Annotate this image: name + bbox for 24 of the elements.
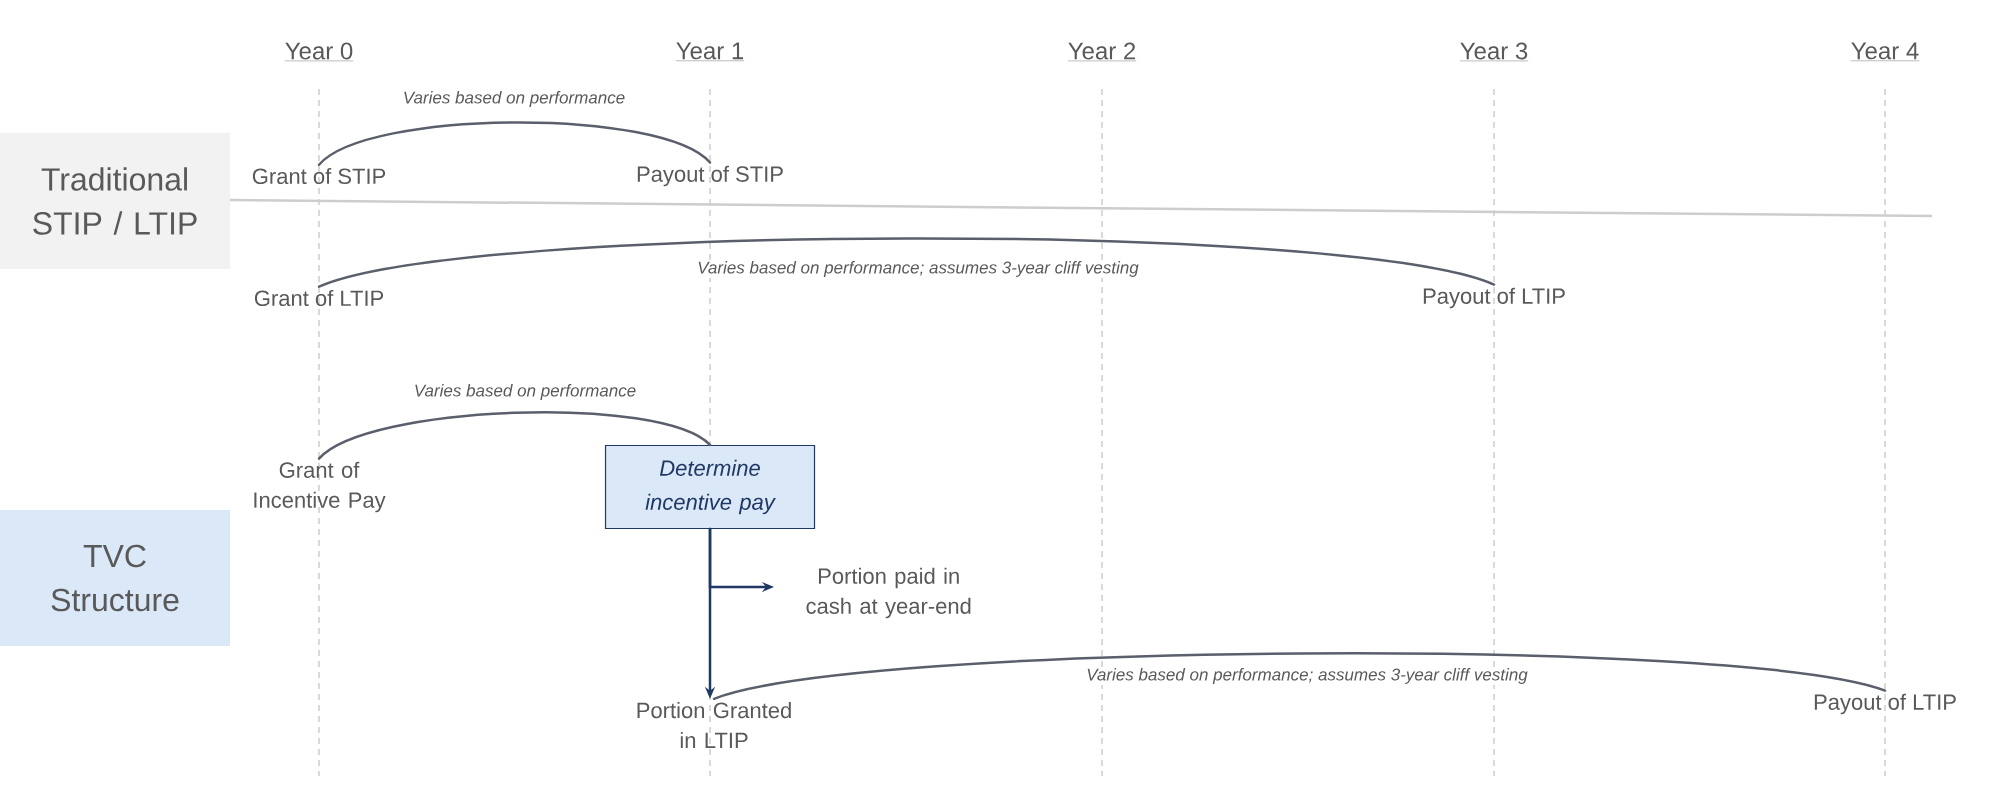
milestone-label: Portion Granted in LTIP bbox=[637, 702, 791, 748]
milestone-label: Payout of LTIP bbox=[1814, 693, 1956, 715]
bracket bbox=[712, 652, 1887, 701]
edge-label: Varies based on performance bbox=[404, 91, 625, 107]
bracket bbox=[317, 411, 712, 460]
milestone-label: Payout of LTIP bbox=[1423, 287, 1565, 309]
edge-label: Varies based on performance bbox=[415, 384, 636, 400]
year-label: Year 0 bbox=[284, 42, 354, 62]
process-box: Determine incentive pay bbox=[604, 444, 816, 530]
edge-label: Varies based on performance; assumes 3-year cliff vesting bbox=[698, 261, 1139, 277]
milestone-label: Grant of LTIP bbox=[254, 289, 384, 307]
year-label: Year 1 bbox=[675, 42, 745, 61]
year-label: Year 4 bbox=[1850, 42, 1920, 61]
bracket bbox=[317, 237, 1496, 288]
milestone-label: Grant of STIP bbox=[252, 167, 386, 185]
milestone-label: Payout of STIP bbox=[637, 165, 783, 187]
edge-label: Varies based on performance; assumes 3-year cliff vesting bbox=[1087, 668, 1528, 684]
milestone-label: Grant of Incentive Pay bbox=[254, 461, 386, 513]
year-label: Year 3 bbox=[1459, 42, 1529, 62]
year-label: Year 2 bbox=[1067, 42, 1137, 62]
milestone-label: Portion paid in cash at year-end bbox=[806, 567, 971, 619]
band-label: TVC Structure bbox=[0, 510, 230, 646]
band-label: Traditional STIP / LTIP bbox=[0, 133, 230, 269]
bracket bbox=[317, 121, 712, 166]
